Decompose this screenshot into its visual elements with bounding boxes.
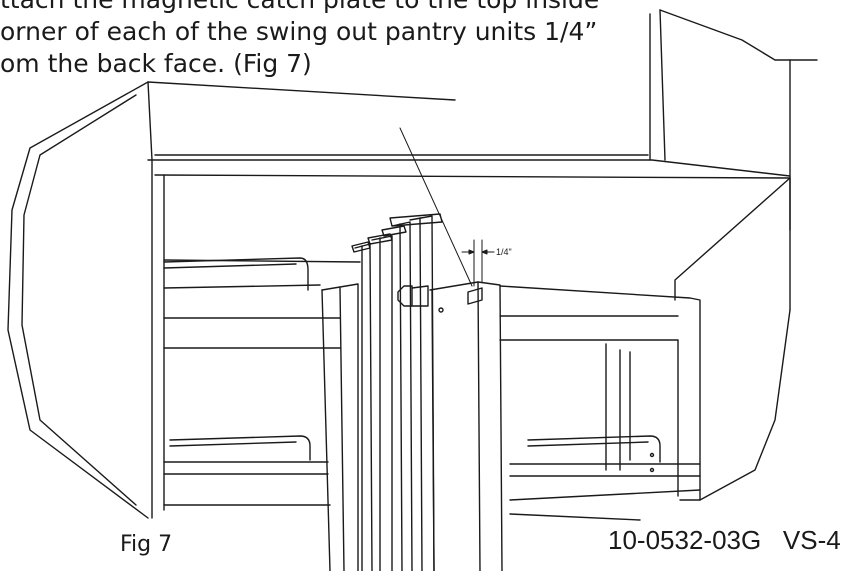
instruction-line-3: om the back face. (Fig 7): [0, 49, 312, 78]
cabinet-drawing-icon: 1/4": [7, 9, 818, 571]
pantry-door-left: [321, 283, 359, 571]
dimension-label: 1/4": [496, 247, 512, 257]
top-frame: [147, 81, 791, 511]
pantry-main-panel: [397, 281, 503, 571]
left-upper-basket: [163, 257, 341, 349]
right-side-panel: [649, 9, 818, 501]
pantry-posts: [354, 215, 435, 571]
instruction-line-1: ttach the magnetic catch plate to the to…: [0, 0, 599, 14]
back-top-edge: [163, 259, 361, 263]
catch-plates: [351, 213, 443, 253]
figure-caption: Fig 7: [120, 532, 173, 557]
instruction-line-2: orner of each of the swing out pantry un…: [0, 17, 598, 46]
left-side-panel: [7, 81, 153, 519]
document-code: 10-0532-03G VS-4: [608, 525, 841, 555]
instruction-text: ttach the magnetic catch plate to the to…: [0, 0, 640, 80]
left-lower-basket: [163, 435, 331, 506]
dimension-marker: [461, 239, 495, 287]
right-basket: [499, 285, 701, 521]
leader-line: [399, 127, 473, 287]
